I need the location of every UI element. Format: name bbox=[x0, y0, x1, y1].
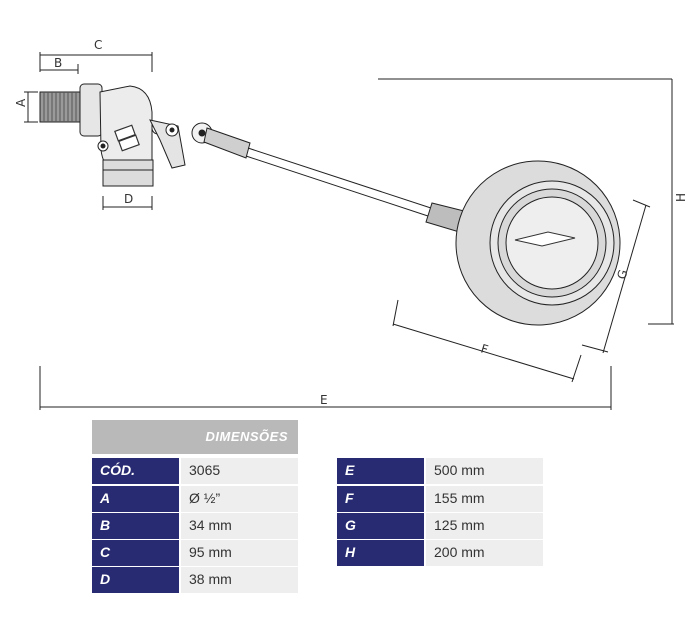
label-e: E bbox=[320, 393, 328, 407]
dimension-c bbox=[39, 52, 153, 72]
row-value: Ø ½” bbox=[181, 486, 298, 512]
row-value: 3065 bbox=[181, 458, 298, 484]
label-a: A bbox=[14, 98, 28, 107]
row-label: B bbox=[92, 513, 179, 539]
dimension-f bbox=[392, 299, 582, 383]
row-value: 125 mm bbox=[426, 513, 543, 539]
float-ball bbox=[455, 160, 621, 326]
table-row: D 38 mm bbox=[92, 567, 298, 593]
row-label: F bbox=[337, 486, 424, 512]
label-h: H bbox=[674, 193, 688, 202]
label-f: F bbox=[479, 341, 490, 356]
label-b: B bbox=[54, 56, 62, 70]
table-row: G 125 mm bbox=[337, 513, 543, 539]
table-header: DIMENSÕES bbox=[92, 420, 298, 454]
row-label: H bbox=[337, 540, 424, 566]
row-label: A bbox=[92, 486, 179, 512]
valve-body bbox=[39, 83, 186, 187]
dimension-a bbox=[24, 91, 38, 123]
table-row: C 95 mm bbox=[92, 540, 298, 566]
table-row: CÓD. 3065 bbox=[92, 458, 298, 484]
table-row: A Ø ½” bbox=[92, 486, 298, 512]
label-g: G bbox=[614, 268, 630, 281]
row-value: 500 mm bbox=[426, 458, 543, 484]
dimension-e bbox=[39, 366, 612, 410]
float-arm bbox=[191, 122, 473, 235]
label-c: C bbox=[94, 38, 102, 52]
float-valve-drawing: A B C D E F G H bbox=[14, 38, 688, 410]
row-label: C bbox=[92, 540, 179, 566]
table-row: B 34 mm bbox=[92, 513, 298, 539]
row-label: CÓD. bbox=[92, 458, 179, 484]
table-header-title: DIMENSÕES bbox=[205, 429, 288, 444]
row-label: D bbox=[92, 567, 179, 593]
row-value: 38 mm bbox=[181, 567, 298, 593]
row-value: 155 mm bbox=[426, 486, 543, 512]
label-d: D bbox=[124, 192, 133, 206]
row-label: E bbox=[337, 458, 424, 484]
table-row: E 500 mm bbox=[337, 458, 543, 484]
dimension-h bbox=[378, 78, 674, 325]
table-row: F 155 mm bbox=[337, 486, 543, 512]
dimension-d bbox=[102, 196, 153, 210]
row-value: 95 mm bbox=[181, 540, 298, 566]
row-value: 200 mm bbox=[426, 540, 543, 566]
row-value: 34 mm bbox=[181, 513, 298, 539]
dimension-g bbox=[581, 199, 651, 354]
dimension-b bbox=[40, 64, 79, 74]
table-row: H 200 mm bbox=[337, 540, 543, 566]
row-label: G bbox=[337, 513, 424, 539]
